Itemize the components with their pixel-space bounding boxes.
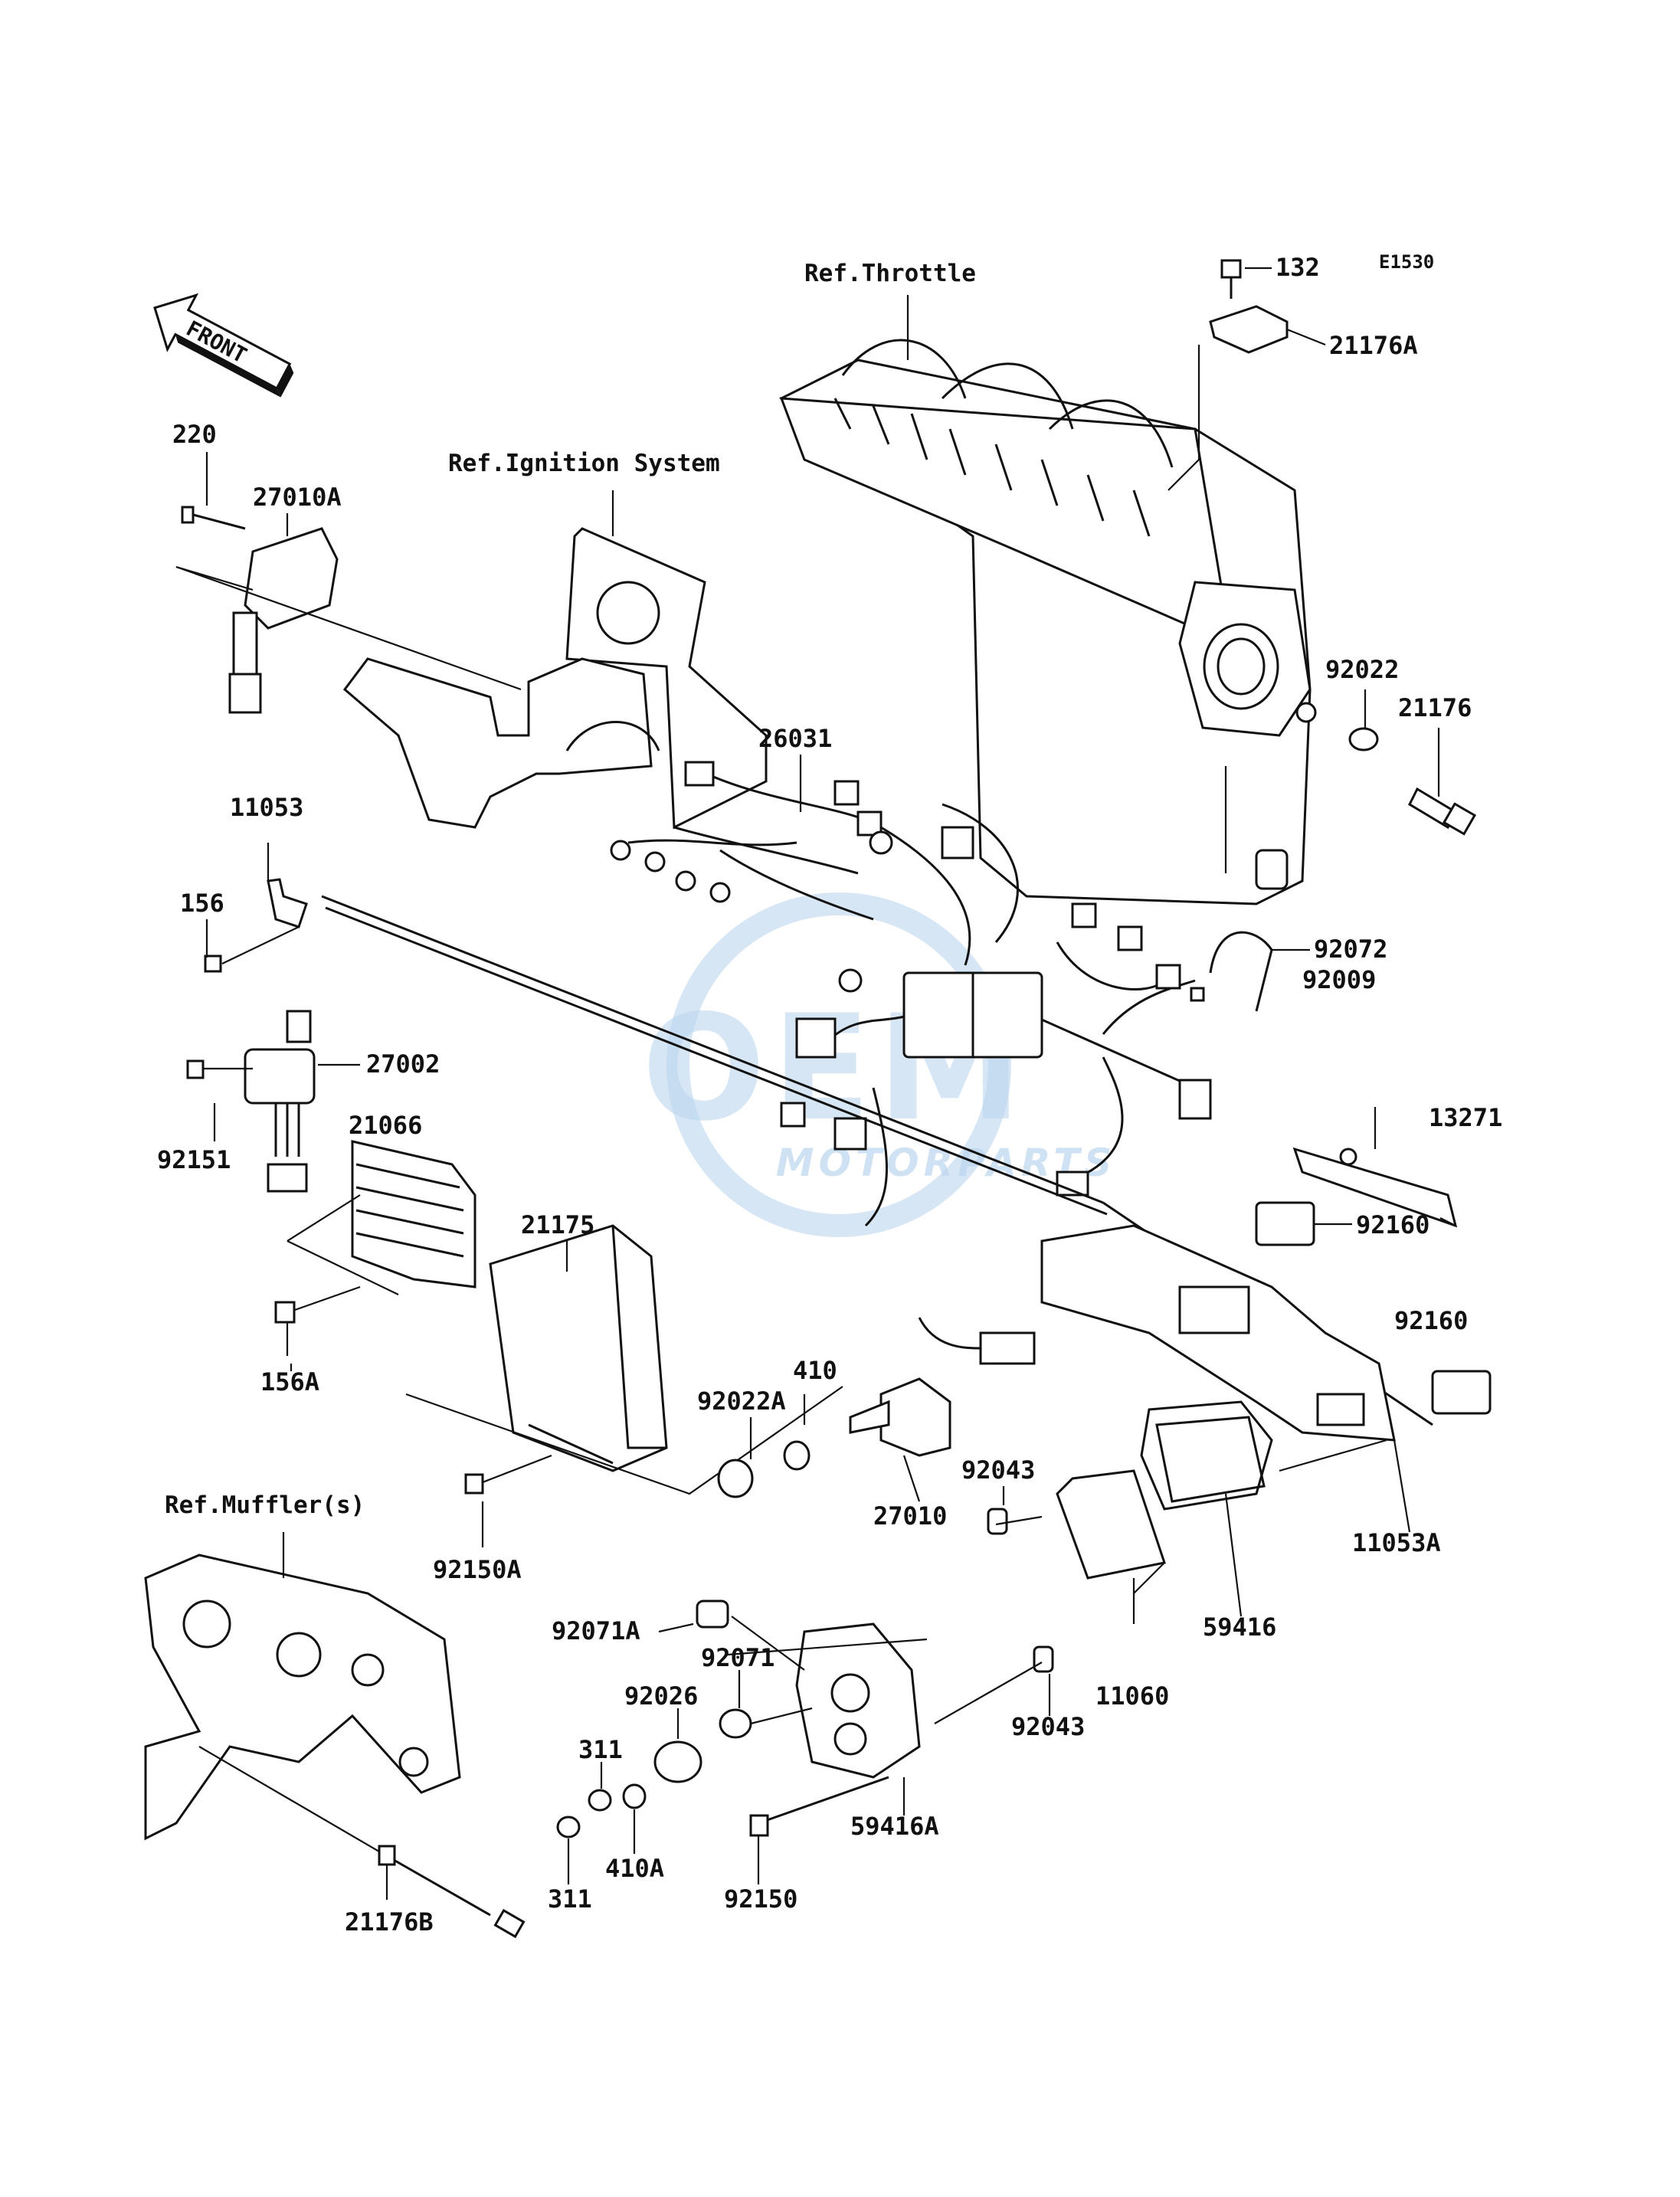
wiring-harness-26031 (610, 755, 1212, 1227)
label-92071: 92071 (701, 1643, 775, 1672)
label-11053: 11053 (230, 793, 303, 822)
label-27010: 27010 (873, 1501, 947, 1531)
pad-92160-a (1255, 1201, 1352, 1246)
label-92150: 92150 (724, 1884, 797, 1914)
sensor-21176A-assembly (1167, 259, 1289, 491)
label-11060: 11060 (1095, 1681, 1169, 1711)
bracket-11053 (204, 843, 308, 973)
label-21066: 21066 (349, 1111, 422, 1140)
label-92022: 92022 (1325, 655, 1399, 684)
diagram-code: E1530 (1379, 251, 1434, 273)
muffler-reference (144, 1554, 461, 1855)
leader-lines (205, 267, 1440, 1900)
pad-92160-b (1431, 1370, 1492, 1415)
label-92022A: 92022A (697, 1387, 786, 1416)
label-92009: 92009 (1302, 965, 1376, 994)
switch-27010A-assembly (175, 506, 522, 714)
label-92043-b: 92043 (1011, 1712, 1085, 1741)
sensor-21176-assembly (1348, 727, 1477, 836)
gasket-assembly (934, 1400, 1387, 1724)
ref-muffler: Ref.Muffler(s) (165, 1491, 365, 1519)
label-26031: 26031 (758, 724, 832, 753)
strap-92072 (1190, 931, 1310, 1012)
label-21176A: 21176A (1329, 331, 1418, 360)
switch-27010-assembly (717, 1317, 1036, 1502)
label-132: 132 (1276, 253, 1320, 282)
label-92150A: 92150A (433, 1555, 522, 1584)
label-13271: 13271 (1429, 1103, 1502, 1132)
plate-13271-assembly (1292, 1107, 1458, 1228)
bolt-92150 (749, 1776, 889, 1837)
nuts-assembly (556, 1783, 647, 1838)
label-59416A: 59416A (850, 1812, 939, 1841)
watermark: OEM MOTORPARTS (642, 892, 1117, 1237)
label-27010A: 27010A (253, 483, 342, 512)
label-21176: 21176 (1398, 693, 1472, 722)
throttle-body-assembly (779, 339, 1317, 905)
label-311-a: 311 (578, 1735, 623, 1764)
label-92160-b: 92160 (1394, 1306, 1468, 1335)
sensor-21176B (378, 1845, 526, 1939)
watermark-sub: MOTORPARTS (776, 1141, 1117, 1185)
housing-59416A (727, 1622, 928, 1779)
label-220: 220 (172, 420, 217, 449)
label-92160-a: 92160 (1356, 1210, 1429, 1239)
ignition-bracket (342, 490, 768, 830)
regulator-21066-assembly (274, 1140, 476, 1324)
ecu-21175 (405, 1224, 843, 1495)
label-59416: 59416 (1203, 1613, 1276, 1642)
label-311-b: 311 (548, 1884, 592, 1914)
label-156A: 156A (260, 1367, 319, 1396)
label-410: 410 (793, 1356, 837, 1385)
ref-throttle: Ref.Throttle (804, 260, 976, 287)
label-21175: 21175 (521, 1210, 594, 1239)
label-156: 156 (180, 889, 224, 918)
label-92071A: 92071A (552, 1616, 640, 1645)
label-92072: 92072 (1314, 935, 1387, 964)
label-21176B: 21176B (345, 1907, 434, 1937)
label-27002: 27002 (366, 1049, 440, 1079)
label-92151: 92151 (157, 1145, 231, 1174)
relay-27002-assembly (186, 1010, 316, 1193)
front-direction-arrow: FRONT (153, 293, 294, 398)
label-410A: 410A (605, 1854, 664, 1883)
plugs-assembly (653, 1599, 813, 1783)
label-92026: 92026 (624, 1681, 698, 1711)
ref-ignition: Ref.Ignition System (448, 450, 720, 477)
label-11053A: 11053A (1352, 1528, 1441, 1557)
label-92043-a: 92043 (961, 1455, 1035, 1485)
